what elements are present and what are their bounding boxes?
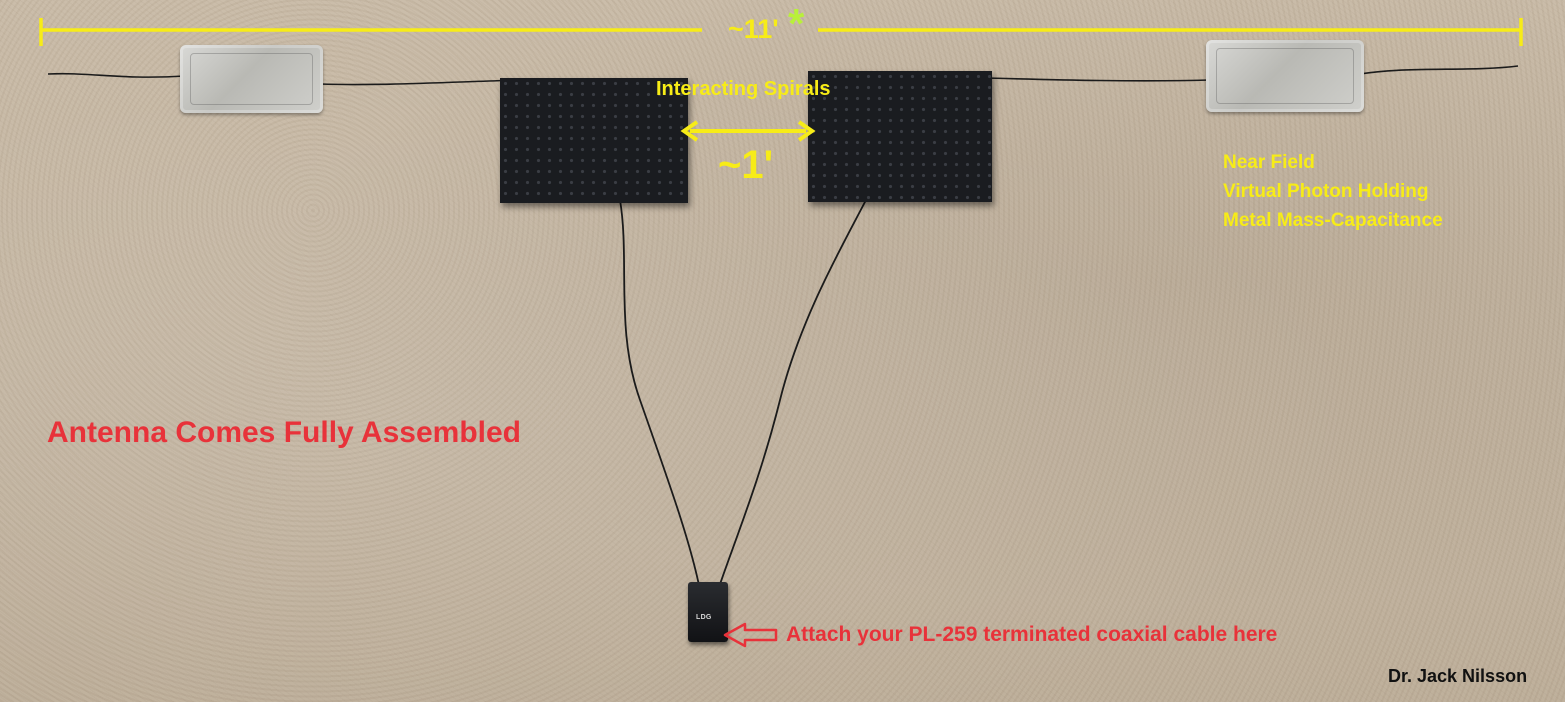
author-credit: Dr. Jack Nilsson <box>1388 666 1528 686</box>
left-feed-wire <box>319 79 523 86</box>
spiral-title: Interacting Spirals <box>656 78 831 100</box>
left-metal-plate <box>180 45 323 113</box>
left-end-wire <box>47 72 186 78</box>
virtual-photon-line: Virtual Photon Holding <box>1223 181 1429 202</box>
right-spiral-pegboard <box>808 71 992 202</box>
span-dimension-line <box>39 18 1523 46</box>
right-coax-lead <box>717 199 867 591</box>
attach-instruction: Attach your PL-259 terminated coaxial ca… <box>786 623 1278 646</box>
right-metal-plate <box>1206 40 1364 112</box>
overall-span-label: ~11' <box>728 14 779 44</box>
gap-dimension-arrow <box>680 120 816 142</box>
assembled-headline: Antenna Comes Fully Assembled <box>47 416 521 449</box>
ldg-balun-device: LDG <box>688 582 728 642</box>
spiral-gap-label: ~1' <box>718 143 774 187</box>
right-end-wire <box>1359 65 1519 75</box>
left-coax-lead <box>619 199 701 591</box>
right-feed-wire <box>984 77 1211 82</box>
near-field-line: Near Field <box>1223 152 1315 173</box>
asterisk-mark: * <box>788 0 805 47</box>
device-label: LDG <box>696 614 712 621</box>
metal-mass-line: Metal Mass-Capacitance <box>1223 210 1443 231</box>
attach-arrow-icon <box>723 622 778 648</box>
left-spiral-pegboard <box>500 78 688 203</box>
near-field-notes: Near Field Virtual Photon Holding Metal … <box>1223 148 1443 235</box>
